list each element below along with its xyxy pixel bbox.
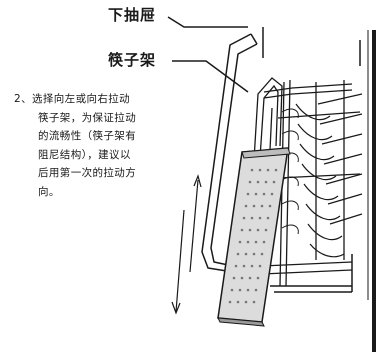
instruction-line: 后用第一次的拉动方 xyxy=(38,167,137,179)
drawer-leader-line xyxy=(167,16,248,28)
down-arrow xyxy=(175,209,185,313)
pull-direction-arrows xyxy=(171,174,202,315)
cabinet-frame xyxy=(201,27,361,293)
rack-body xyxy=(217,147,289,323)
side-panel xyxy=(367,30,376,352)
callout-leader-lines xyxy=(167,16,249,93)
instruction-line: 的流畅性（筷子架有 xyxy=(38,130,137,142)
cutlery-rack xyxy=(217,77,291,327)
instruction-line: 2、选择向左或向右拉动 xyxy=(14,93,131,105)
left-tines xyxy=(281,108,299,235)
instruction-line: 筷子架，为保证拉动 xyxy=(38,111,137,124)
rack-top-lip xyxy=(241,147,291,159)
plate-tines xyxy=(295,93,363,258)
instruction-text: 2、选择向左或向右拉动 筷子架，为保证拉动 的流畅性（筷子架有 阻尼结构），建议… xyxy=(14,90,174,201)
up-arrow xyxy=(189,179,199,273)
lower-drawer-label: 下抽屉 xyxy=(108,6,157,24)
rack-front-face xyxy=(217,317,265,327)
cutlery-rack-label: 筷子架 xyxy=(108,51,157,69)
instruction-line: 向。 xyxy=(38,185,60,198)
instruction-line: 阻尼结构），建议以 xyxy=(38,148,131,161)
